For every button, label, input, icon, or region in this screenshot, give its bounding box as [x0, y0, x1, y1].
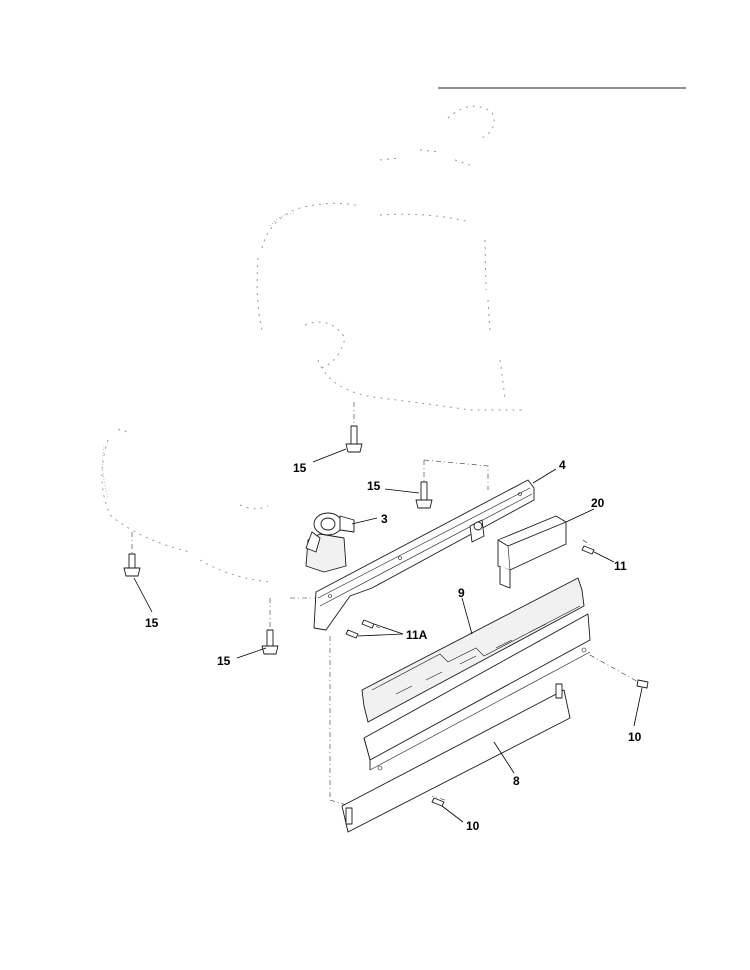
callout-9: 9 — [458, 586, 465, 600]
assembly-lines — [131, 402, 641, 807]
leg-leveler-15a — [345, 425, 363, 453]
valve-part-3 — [305, 512, 355, 573]
callout-11a: 11A — [406, 628, 428, 642]
callout-15-b: 15 — [367, 479, 381, 493]
toe-bracket-part-9 — [361, 577, 585, 723]
callout-15-a: 15 — [293, 461, 307, 475]
callout-20: 20 — [591, 496, 605, 510]
ghost-tub-outline — [101, 105, 525, 583]
callout-4: 4 — [559, 458, 566, 472]
mounting-rail-part-4 — [313, 479, 535, 631]
kick-plate-part-8 — [341, 613, 591, 833]
callout-10-b: 10 — [466, 819, 480, 833]
leg-leveler-15b — [415, 481, 433, 509]
screw-part-11a-1 — [345, 629, 359, 639]
callout-15-c: 15 — [145, 616, 159, 630]
callout-8: 8 — [513, 774, 520, 788]
leg-leveler-15c — [123, 553, 141, 577]
callout-11: 11 — [614, 559, 627, 573]
callout-3: 3 — [381, 512, 388, 526]
screw-part-11 — [581, 545, 595, 555]
callout-10-a: 10 — [628, 730, 642, 744]
screw-part-11a-2 — [361, 619, 375, 629]
cover-box-part-20 — [497, 515, 567, 589]
screw-part-10a — [636, 679, 649, 689]
leg-leveler-15d — [261, 629, 279, 655]
callout-15-d: 15 — [217, 654, 231, 668]
leader-lines — [133, 448, 643, 823]
